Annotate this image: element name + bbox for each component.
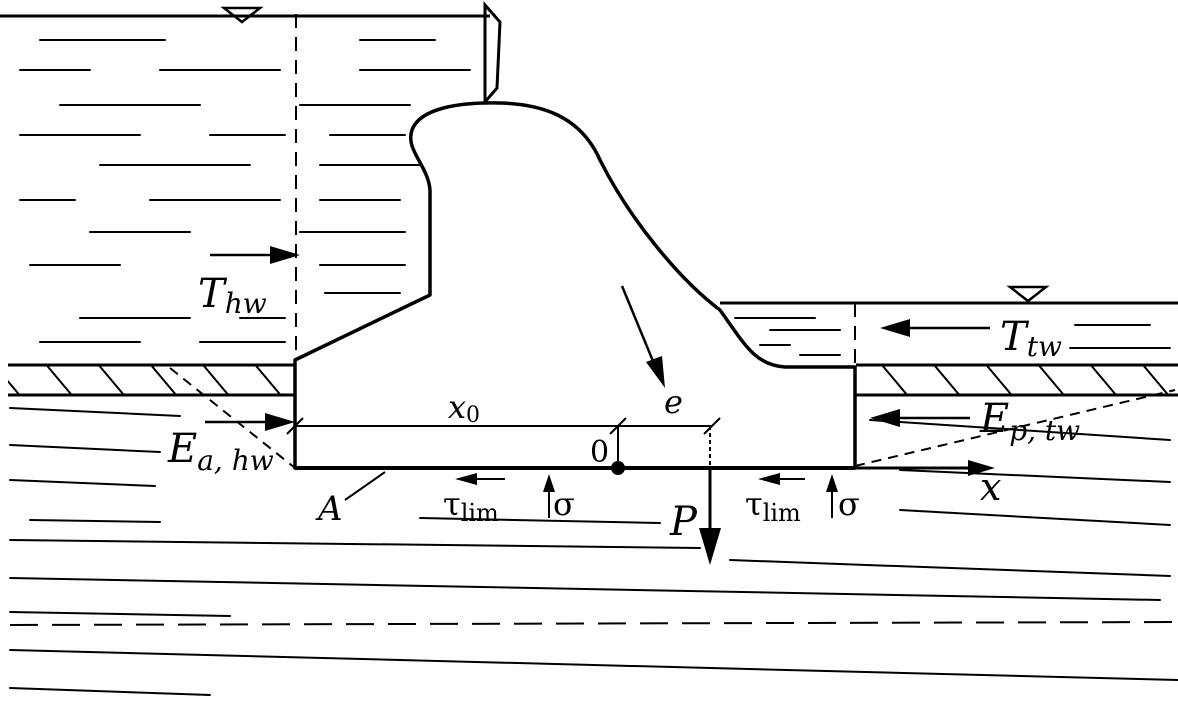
T-tw-arrowhead-icon — [880, 319, 910, 337]
label-E-a-hw: Ea, hw — [167, 426, 274, 477]
right-soil-strip — [856, 365, 1178, 395]
sigma-arrowhead-left-icon — [543, 474, 555, 492]
T-hw-arrowhead-icon — [270, 246, 300, 264]
label-tau-left: τlim — [443, 485, 499, 527]
P-arrowhead-icon — [699, 528, 721, 565]
label-tau-right: τlim — [745, 485, 801, 527]
label-E-p-tw: Ep, tw — [979, 396, 1080, 447]
tailwater-level-icon — [1006, 285, 1050, 303]
headwater-level-icon — [220, 6, 264, 24]
E-p-tw-arrowhead-icon — [870, 409, 900, 427]
left-soil-strip — [8, 365, 295, 395]
resultant-arrowhead-icon — [646, 356, 665, 388]
water-table-dashed-line — [9, 621, 1178, 626]
tailwater-lines — [734, 317, 1171, 356]
origin-point — [611, 461, 625, 475]
x0-tick-left — [286, 417, 304, 435]
label-T-tw: Ttw — [1000, 314, 1062, 363]
label-sigma-right: σ — [838, 485, 860, 523]
label-A: A — [315, 489, 343, 529]
E-a-hw-arrowhead-icon — [265, 413, 295, 431]
label-origin-zero: 0 — [590, 435, 609, 470]
foundation-strata — [9, 407, 1178, 696]
x-axis-arrowhead-icon — [968, 460, 995, 476]
label-x0: x0 — [448, 388, 480, 428]
label-P: P — [669, 499, 698, 545]
label-T-hw: Thw — [198, 271, 267, 320]
tau-arrowhead-right-icon — [758, 473, 780, 485]
label-e: e — [664, 383, 683, 421]
crest-gate — [483, 1, 502, 107]
tau-arrowhead-left-icon — [455, 473, 477, 485]
headwater-lines — [19, 39, 471, 343]
label-x-axis: x — [980, 465, 1001, 509]
active-pressure-dashed — [169, 367, 296, 469]
label-sigma-left: σ — [553, 485, 575, 523]
x0-tick-right — [703, 417, 721, 435]
sigma-arrowhead-right-icon — [826, 474, 838, 492]
dam-body — [293, 101, 857, 470]
passive-pressure-dashed — [854, 389, 1176, 467]
A-pointer-line — [344, 471, 386, 501]
